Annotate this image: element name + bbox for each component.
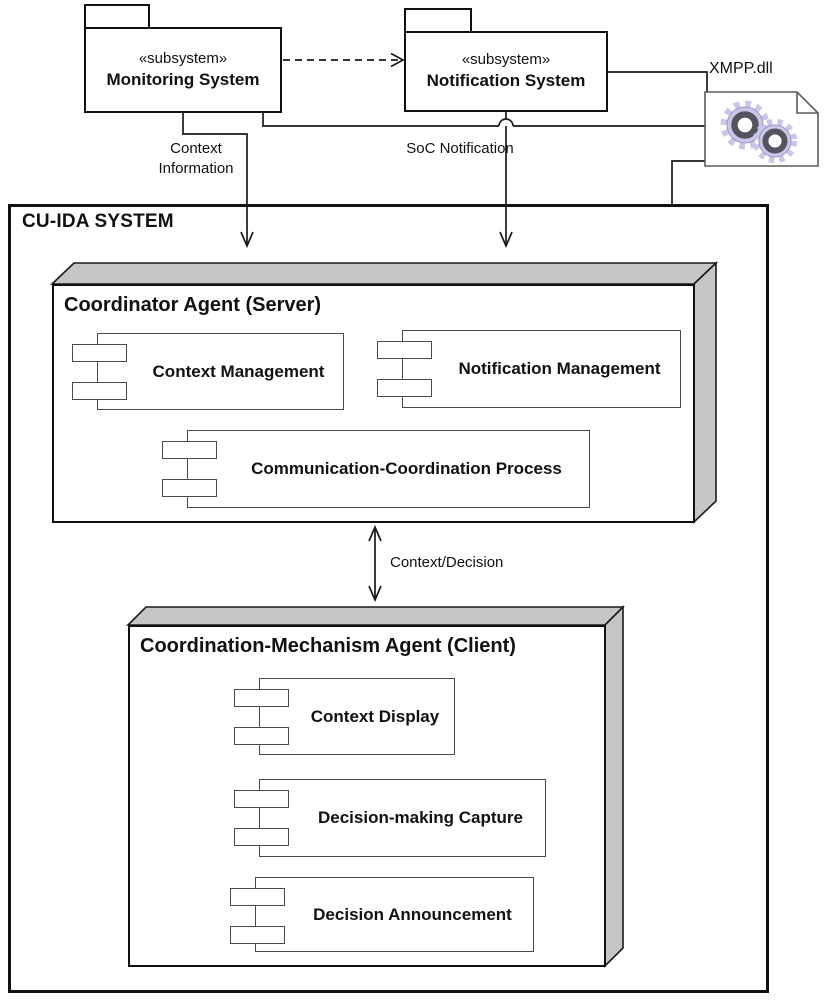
component-decision-making-capture: Decision-making Capture bbox=[234, 779, 546, 857]
monitoring-package-name: Monitoring System bbox=[106, 69, 260, 89]
component-tab bbox=[234, 790, 289, 808]
component-tab bbox=[377, 379, 432, 397]
server-node-3d-faces bbox=[50, 261, 718, 524]
component-tab bbox=[230, 926, 285, 944]
notification-package: «subsystem» Notification System bbox=[404, 31, 608, 112]
soc-notification-connector bbox=[499, 112, 513, 249]
client-node: Coordination-Mechanism Agent (Client) Co… bbox=[128, 625, 606, 967]
context-decision-connector bbox=[368, 524, 382, 603]
component-label: Communication-Coordination Process bbox=[251, 459, 562, 478]
component-tab bbox=[162, 479, 217, 497]
component-label: Decision-making Capture bbox=[318, 808, 523, 827]
component-tab bbox=[72, 382, 127, 400]
notification-stereotype: «subsystem» bbox=[461, 51, 551, 69]
monitoring-package-tab bbox=[84, 4, 150, 29]
notification-artifact-connector bbox=[608, 71, 708, 92]
client-node-title: Coordination-Mechanism Agent (Client) bbox=[140, 635, 516, 657]
dependency-arrow bbox=[283, 52, 405, 68]
component-label: Context Management bbox=[152, 361, 325, 381]
component-tab bbox=[377, 341, 432, 359]
artifact-document-icon bbox=[704, 91, 819, 167]
context-decision-label: Context/Decision bbox=[390, 554, 504, 571]
monitoring-stereotype: «subsystem» bbox=[138, 49, 228, 67]
context-information-connector bbox=[182, 113, 254, 249]
context-information-label: Context Information bbox=[158, 140, 234, 177]
artifact-label: XMPP.dll bbox=[709, 60, 773, 77]
client-node-3d-faces bbox=[126, 605, 625, 968]
component-tab bbox=[234, 689, 289, 707]
component-tab bbox=[234, 727, 289, 745]
monitoring-package: «subsystem» Monitoring System bbox=[84, 27, 282, 113]
server-node-title: Coordinator Agent (Server) bbox=[64, 294, 322, 316]
gear-icon bbox=[752, 118, 798, 164]
component-label: Context Display bbox=[310, 706, 440, 726]
component-label: Notification Management bbox=[458, 359, 661, 378]
monitoring-artifact-connector bbox=[262, 113, 705, 127]
component-tab bbox=[72, 344, 127, 362]
component-tab bbox=[230, 888, 285, 906]
component-context-management: Context Management bbox=[72, 333, 344, 410]
component-decision-announcement: Decision Announcement bbox=[230, 877, 534, 952]
notification-package-tab bbox=[404, 8, 472, 33]
component-label: Decision Announcement bbox=[313, 904, 512, 924]
system-boundary-title: CU-IDA SYSTEM bbox=[22, 211, 174, 232]
component-notification-management: Notification Management bbox=[377, 330, 681, 408]
component-context-display: Context Display bbox=[234, 678, 455, 755]
soc-notification-label: SoC Notification bbox=[406, 140, 514, 157]
component-tab bbox=[162, 441, 217, 459]
artifact-boundary-connector bbox=[671, 160, 705, 204]
notification-package-name: Notification System bbox=[426, 71, 586, 91]
component-communication-coordination-process: Communication-Coordination Process bbox=[162, 430, 590, 508]
server-node: Coordinator Agent (Server) Context Manag… bbox=[52, 284, 695, 523]
component-tab bbox=[234, 828, 289, 846]
